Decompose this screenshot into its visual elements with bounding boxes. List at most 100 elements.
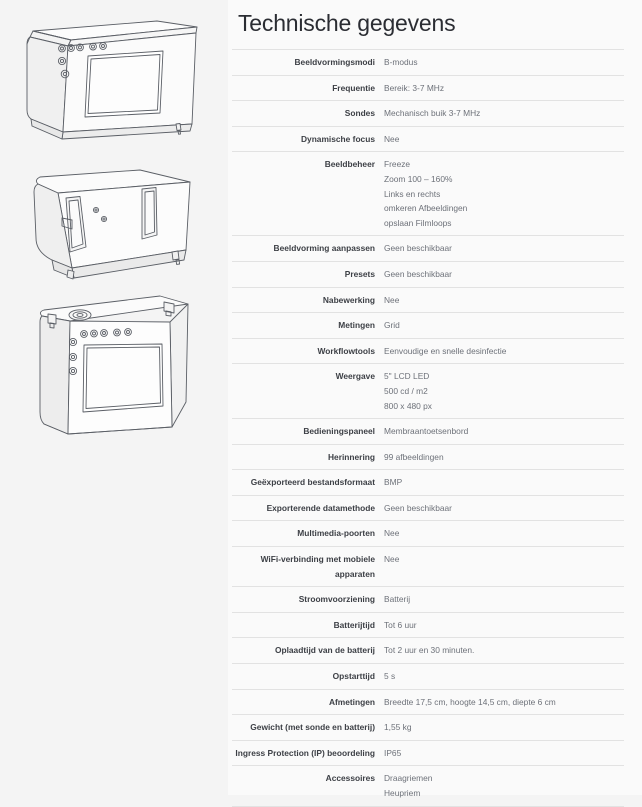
spec-row-value: Membraantoetsenbord	[384, 419, 624, 445]
spec-row-value: Nee	[384, 126, 624, 152]
spec-row-label-line: Dynamische focus	[300, 133, 375, 144]
spec-row: Frequentie Bereik: 3-7 MHz	[232, 75, 624, 101]
spec-row-label: Afmetingen	[232, 689, 384, 715]
spec-row-value-line: Geen beschikbaar	[384, 243, 452, 254]
spec-row-label: Gewicht (met sonde en batterij)	[232, 715, 384, 741]
spec-row-label-line: Bedieningspaneel	[303, 426, 375, 437]
spec-row-value-line: BMP	[384, 477, 403, 488]
spec-row: Batterijtijd Tot 6 uur	[232, 612, 624, 638]
spec-row-label: Weergave	[232, 364, 384, 419]
spec-row-label-line: Batterijtijd	[333, 619, 375, 630]
spec-row-value: Grid	[384, 313, 624, 339]
spec-row: Gewicht (met sonde en batterij)1,55 kg	[232, 715, 624, 741]
spec-row-value: Nee	[384, 287, 624, 313]
spec-row-value-line: Freeze	[384, 159, 411, 170]
spec-row: Presets Geen beschikbaar	[232, 261, 624, 288]
spec-row-label-line: Geëxporteerd bestandsformaat	[250, 477, 375, 488]
spec-row: Multimedia-poorten Nee	[232, 521, 624, 547]
spec-row-value-line: Breedte 17,5 cm, hoogte 14,5 cm, diepte …	[384, 696, 556, 707]
spec-row-value: Eenvoudige en snelle desinfectie	[384, 338, 624, 364]
spec-row-value-line: Nee	[384, 528, 400, 539]
spec-row-label: Nabewerking	[232, 287, 384, 313]
spec-row-value-line: Batterij	[384, 594, 411, 605]
spec-row-label: Beeldvorming aanpassen	[232, 236, 384, 262]
spec-row: Metingen Grid	[232, 313, 624, 339]
spec-row-value-line: 99 afbeeldingen	[384, 451, 444, 462]
spec-row-value: Geen beschikbaar	[384, 261, 624, 287]
spec-row-label: Accessoires	[232, 766, 384, 806]
spec-row-value-line: Heupriem	[384, 788, 421, 798]
spec-row-value-line: 500 cd / m2	[384, 385, 428, 396]
spec-row-value: Tot 2 uur en 30 minuten.	[384, 638, 624, 664]
spec-row-label-line: WiFi-verbinding met mobiele	[260, 554, 375, 565]
spec-row-value: 99 afbeeldingen	[384, 444, 624, 470]
spec-row-label-line: Beeldvorming aanpassen	[273, 243, 375, 254]
spec-row-value-line: 800 x 480 px	[384, 400, 432, 411]
spec-row: Dynamische focus Nee	[232, 126, 624, 152]
spec-row-label: Herinnering	[232, 444, 384, 470]
spec-row-value-line: Tot 2 uur en 30 minuten.	[384, 645, 475, 656]
spec-row-value-line: Grid	[384, 320, 400, 331]
spec-row-value: Geen beschikbaar	[384, 236, 624, 262]
spec-row-label-line: Opstarttijd	[332, 671, 375, 682]
spec-row-label: Dynamische focus	[232, 126, 384, 152]
spec-row-value: Tot 6 uur	[384, 612, 624, 638]
spec-row-value-line: Eenvoudige en snelle desinfectie	[384, 345, 507, 356]
spec-row-value-line: omkeren Afbeeldingen	[384, 203, 468, 214]
spec-row-label-line: Oplaadtijd van de batterij	[274, 645, 375, 656]
spec-row-value: B-modus	[384, 50, 624, 76]
spec-row-label-line: Nabewerking	[322, 294, 375, 305]
spec-row-value-line: Membraantoetsenbord	[384, 426, 469, 437]
spec-row-value: Breedte 17,5 cm, hoogte 14,5 cm, diepte …	[384, 689, 624, 715]
spec-row-value: Bereik: 3-7 MHz	[384, 75, 624, 101]
spec-row: Nabewerking Nee	[232, 287, 624, 313]
page-title: Technische gegevens	[238, 10, 456, 36]
spec-row: Beeldvorming aanpassen Geen beschikbaar	[232, 236, 624, 262]
spec-row-label-line: Multimedia-poorten	[297, 528, 375, 539]
spec-row-label: Beeldbeheer	[232, 152, 384, 236]
device-front-upright-view-icon	[39, 295, 189, 435]
spec-row-label-line: Stroomvoorziening	[298, 594, 375, 605]
spec-row-label-line: Afmetingen	[328, 696, 375, 707]
spec-row-label: Frequentie	[232, 75, 384, 101]
spec-row-label-line: Frequentie	[332, 82, 375, 93]
spec-row-value: Mechanisch buik 3-7 MHz	[384, 101, 624, 127]
spec-row-label-line: Presets	[344, 268, 375, 279]
spec-row: Geëxporteerd bestandsformaat BMP	[232, 470, 624, 496]
spec-row-value-line: Bereik: 3-7 MHz	[384, 82, 445, 93]
spec-row-label-line: Accessoires	[325, 773, 375, 784]
spec-row-value: Batterij	[384, 587, 624, 613]
spec-row-label: Sondes	[232, 101, 384, 127]
spec-row-label-line: Sondes	[344, 108, 375, 119]
spec-row-value-line: Geen beschikbaar	[384, 268, 452, 279]
spec-row: Sondes Mechanisch buik 3-7 MHz	[232, 101, 624, 127]
spec-row-label: Stroomvoorziening	[232, 587, 384, 613]
spec-row-label: Beeldvormingsmodi	[232, 50, 384, 76]
spec-row-label-line: Metingen	[338, 320, 375, 331]
spec-row-label-line: Beeldvormingsmodi	[294, 57, 375, 67]
spec-row-label: Ingress Protection (IP) beoordeling	[232, 740, 384, 766]
spec-row-label-line: Weergave	[335, 371, 375, 382]
spec-row-label: Exporterende datamethode	[232, 495, 384, 521]
spec-row-value: 1,55 kg	[384, 715, 624, 741]
spec-row: Beeldvormingsmodi B-modus	[232, 49, 624, 76]
spec-row-label-line: Beeldbeheer	[324, 159, 375, 170]
product-illustrations-column	[0, 0, 228, 795]
spec-row-label: Oplaadtijd van de batterij	[232, 638, 384, 664]
spec-row: Oplaadtijd van de batterij Tot 2 uur en 3…	[232, 638, 624, 664]
spec-row-label: Presets	[232, 261, 384, 287]
device-front-angled-view-figure	[0, 4, 228, 154]
spec-row-value-line: IP65	[384, 747, 402, 758]
spec-row-value-line: Nee	[384, 294, 400, 305]
